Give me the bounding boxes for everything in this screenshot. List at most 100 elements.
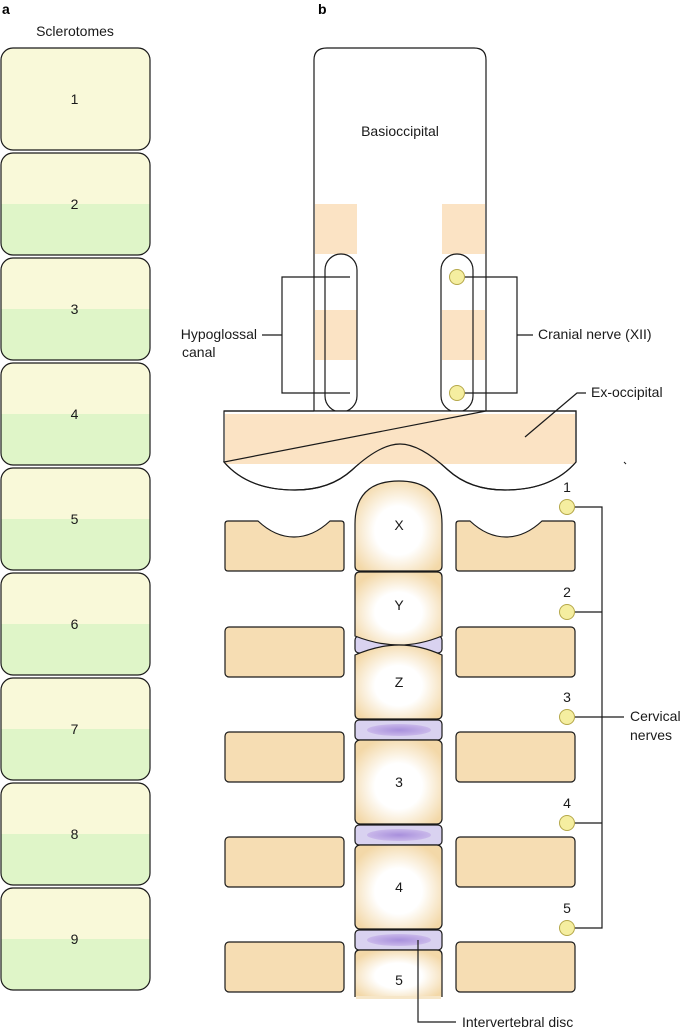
vertebra-label-3: 3	[395, 774, 403, 790]
vertebra-label-z: Z	[395, 674, 404, 690]
lateral-process-right-4	[455, 836, 576, 888]
cervical-nerve-2	[559, 604, 575, 620]
ex-occipital-outline	[222, 410, 577, 491]
sclerotome-caudal-half	[1, 729, 150, 780]
cranial-nerve-root-lower	[449, 385, 465, 401]
lateral-process-right-1	[455, 520, 576, 572]
sclerotome-block: 2	[0, 152, 151, 256]
stray-mark	[623, 461, 627, 465]
disc-nucleus-3	[367, 829, 431, 841]
sclerotome-block: 6	[0, 572, 151, 676]
sclerotome-number: 2	[71, 196, 79, 212]
cervical-nerve-1	[559, 499, 575, 515]
sclerotome-outline	[0, 677, 151, 781]
sclerotome-caudal-half	[1, 414, 150, 465]
lateral-process-right-3	[455, 731, 576, 783]
vertebra-4	[354, 844, 443, 930]
disc-nucleus-4	[367, 934, 431, 946]
nerve-number-1: 1	[563, 479, 571, 495]
cervical-nerves-bracket	[575, 506, 624, 929]
lateral-processes	[224, 520, 576, 993]
lateral-process-left-4	[224, 836, 345, 888]
panel-b-label: b	[318, 1, 327, 17]
sclerotome-block: 9	[0, 887, 151, 991]
lateral-process-left-2	[224, 626, 345, 678]
cranial-nerve-label: Cranial nerve (XII)	[538, 326, 652, 342]
vertebra-label-x: X	[394, 517, 404, 533]
sclerotome-outline	[0, 467, 151, 571]
lateral-process-left-3	[224, 731, 345, 783]
sclerotome-outline	[0, 362, 151, 466]
sclerotome-outline	[0, 257, 151, 361]
sclerotome-block: 7	[0, 677, 151, 781]
cervical-nerves: 1 2 3 4 5 Cervical nerves	[559, 479, 681, 936]
sclerotome-number: 5	[71, 511, 79, 527]
vertebral-column: X Y Z 3 4 5	[354, 480, 443, 999]
sclerotome-number: 7	[71, 721, 79, 737]
sclerotome-outline	[0, 152, 151, 256]
vertebra-label-5: 5	[395, 972, 403, 988]
nerve-number-3: 3	[563, 689, 571, 705]
sclerotome-outline	[0, 47, 151, 151]
sclerotome-number: 6	[71, 616, 79, 632]
sclerotome-caudal-half	[1, 204, 150, 255]
sclerotome-caudal-half	[1, 624, 150, 675]
vertebra-label-4: 4	[395, 879, 403, 895]
somite-band-right-lower	[442, 310, 485, 360]
sclerotome-column: 1 2 3 4 5 6 7 8 9	[0, 47, 151, 991]
ex-occipital-band	[225, 414, 575, 464]
hypoglossal-bracket	[262, 276, 350, 394]
cervical-nerve-5	[559, 920, 575, 936]
sclerotome-caudal-half	[1, 939, 150, 990]
nerve-number-5: 5	[563, 900, 571, 916]
sclerotome-number: 3	[71, 301, 79, 317]
intervertebral-disc-leader	[417, 940, 456, 1023]
somite-band-left-upper	[315, 204, 357, 254]
sclerotome-block: 5	[0, 467, 151, 571]
disc-nucleus-2	[367, 724, 431, 736]
sclerotome-outline	[0, 887, 151, 991]
sclerotome-block: 1	[0, 47, 151, 151]
sclerotome-caudal-half	[1, 309, 150, 360]
nerve-number-2: 2	[563, 584, 571, 600]
cervical-nerve-3	[559, 709, 575, 725]
cervical-nerve-4	[559, 815, 575, 831]
vertebra-5	[354, 949, 443, 997]
vertebra-5-fade	[356, 996, 441, 999]
lateral-process-left-1	[224, 520, 345, 572]
sclerotome-outline	[0, 572, 151, 676]
sclerotome-rostral-half	[1, 48, 150, 150]
vertebra-z	[354, 644, 443, 720]
cranial-nerve-root-upper	[449, 269, 465, 285]
sclerotome-number: 1	[71, 91, 79, 107]
vertebra-3	[354, 739, 443, 825]
sclerotome-caudal-half	[1, 834, 150, 885]
sclerotome-caudal-half	[1, 519, 150, 570]
vertebra-label-y: Y	[394, 597, 404, 613]
ex-occipital-leader	[524, 392, 586, 438]
sclerotome-outline	[0, 782, 151, 886]
panel-a-label: a	[2, 1, 10, 17]
hypoglossal-label-line1: Hypoglossal	[181, 326, 257, 342]
nerve-number-4: 4	[563, 795, 571, 811]
intervertebral-disc-label: Intervertebral disc	[462, 1014, 573, 1030]
hypoglossal-label-line2: canal	[182, 344, 215, 360]
sclerotome-number: 9	[71, 931, 79, 947]
sclerotome-block: 3	[0, 257, 151, 361]
sclerotome-block: 8	[0, 782, 151, 886]
cervical-label-line2: nerves	[630, 727, 672, 743]
somite-band-left-lower	[315, 310, 357, 360]
sclerotome-number: 8	[71, 826, 79, 842]
lateral-process-right-2	[455, 626, 576, 678]
sclerotome-block: 4	[0, 362, 151, 466]
cervical-label-line1: Cervical	[630, 708, 681, 724]
sclerotome-number: 4	[71, 406, 79, 422]
vertebra-x	[354, 480, 443, 572]
sclerotomes-title: Sclerotomes	[36, 23, 114, 39]
lateral-process-right-5	[455, 941, 576, 993]
lateral-process-left-5	[224, 941, 345, 993]
basioccipital-label: Basioccipital	[361, 123, 439, 139]
cranial-nerve-bracket	[465, 276, 533, 394]
somite-band-right-upper	[442, 204, 485, 254]
